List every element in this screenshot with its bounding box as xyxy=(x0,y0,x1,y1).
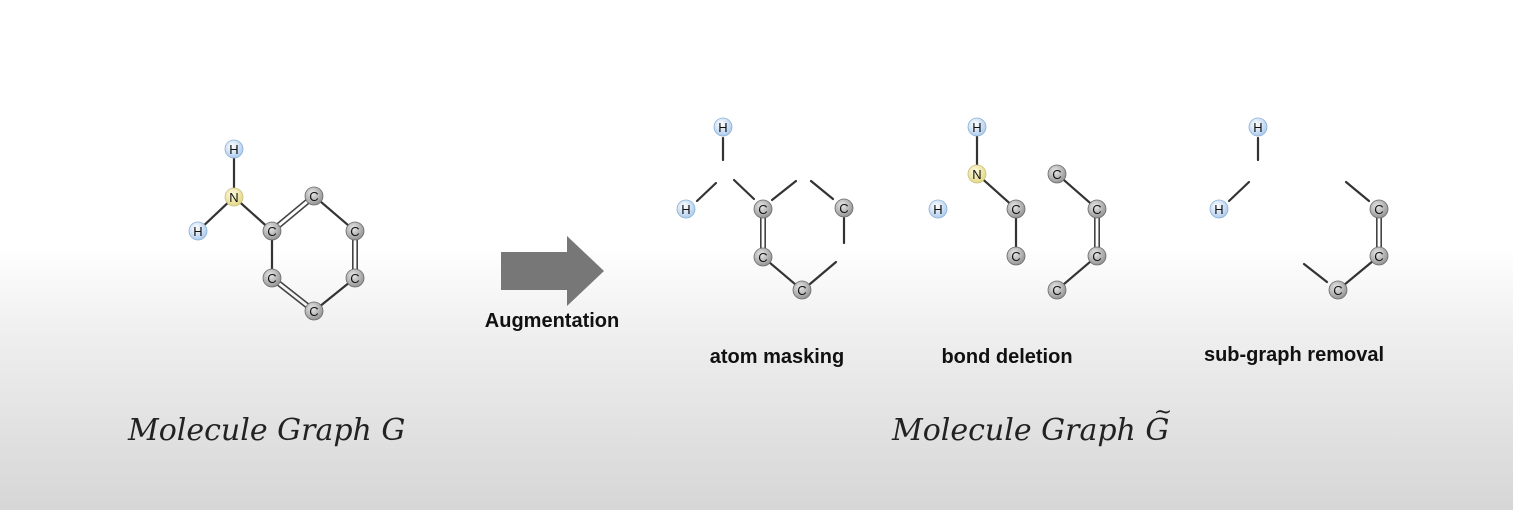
hydrogen-atom: H xyxy=(928,199,948,219)
hydrogen-atom-symbol: H xyxy=(229,142,238,157)
single-bond xyxy=(768,261,797,286)
double-bond xyxy=(279,202,310,228)
augmentation-arrow xyxy=(501,236,604,306)
carbon-atom: C xyxy=(262,268,282,288)
carbon-atom-symbol: C xyxy=(1092,202,1101,217)
carbon-atom-symbol: C xyxy=(1052,283,1061,298)
single-bond xyxy=(203,202,229,226)
carbon-atom-symbol: C xyxy=(1374,249,1383,264)
nitrogen-atom: N xyxy=(967,164,987,184)
carbon-atom: C xyxy=(1369,199,1389,219)
carbon-atom-symbol: C xyxy=(1333,283,1342,298)
augmentation-label: Augmentation xyxy=(485,310,619,332)
dangling-bond xyxy=(695,181,718,203)
hydrogen-atom-symbol: H xyxy=(681,202,690,217)
nitrogen-atom-symbol: N xyxy=(229,190,238,205)
single-bond xyxy=(319,282,350,307)
carbon-atom: C xyxy=(304,186,324,206)
dangling-bond xyxy=(1302,262,1329,284)
hydrogen-atom-symbol: H xyxy=(193,224,202,239)
nitrogen-atom: N xyxy=(224,187,244,207)
original-graph-title: Molecule Graph G xyxy=(127,413,405,448)
augmented-graph-title: Molecule Graph G xyxy=(891,413,1169,448)
single-bond xyxy=(319,200,350,227)
carbon-atom-symbol: C xyxy=(350,271,359,286)
carbon-atom-symbol: C xyxy=(1052,167,1061,182)
carbon-atom-symbol: C xyxy=(309,189,318,204)
double-bond xyxy=(279,281,310,305)
carbon-atom-symbol: C xyxy=(267,271,276,286)
hydrogen-atom: H xyxy=(713,117,733,137)
carbon-atom: C xyxy=(1006,246,1026,266)
carbon-atom-symbol: C xyxy=(1011,202,1020,217)
variant-label-atom-masking: atom masking xyxy=(710,346,844,368)
molecule-bond-deletion: H N H C C C C C C xyxy=(928,117,1107,300)
carbon-atom-symbol: C xyxy=(309,304,318,319)
carbon-atom-symbol: C xyxy=(350,224,359,239)
carbon-atom: C xyxy=(1369,246,1389,266)
hydrogen-atom-symbol: H xyxy=(1214,202,1223,217)
single-bond xyxy=(239,201,267,227)
carbon-atom-symbol: C xyxy=(839,201,848,216)
carbon-atom: C xyxy=(304,301,324,321)
single-bond xyxy=(1062,260,1092,286)
nitrogen-atom-symbol: N xyxy=(972,167,981,182)
variant-label-bond-deletion: bond deletion xyxy=(941,346,1072,368)
molecule-original: H N H C C C C C C xyxy=(188,139,365,321)
double-bond xyxy=(276,284,307,308)
variant-label-subgraph-removal: sub-graph removal xyxy=(1204,344,1384,366)
dangling-bond xyxy=(808,260,838,286)
double-bond xyxy=(276,199,307,225)
hydrogen-atom: H xyxy=(967,117,987,137)
hydrogen-atom-symbol: H xyxy=(933,202,942,217)
carbon-atom-symbol: C xyxy=(797,283,806,298)
hydrogen-atom: H xyxy=(224,139,244,159)
hydrogen-atom: H xyxy=(188,221,208,241)
dangling-bond xyxy=(732,178,756,201)
hydrogen-atom: H xyxy=(1248,117,1268,137)
hydrogen-atom-symbol: H xyxy=(1253,120,1262,135)
carbon-atom-symbol: C xyxy=(1092,249,1101,264)
carbon-atom-symbol: C xyxy=(758,202,767,217)
molecule-atom-masking: H H C C C C xyxy=(676,117,854,300)
carbon-atom-symbol: C xyxy=(1011,249,1020,264)
carbon-atom: C xyxy=(753,199,773,219)
carbon-atom: C xyxy=(834,198,854,218)
carbon-atom: C xyxy=(1006,199,1026,219)
carbon-atom: C xyxy=(792,280,812,300)
single-bond xyxy=(982,178,1011,205)
hydrogen-atom-symbol: H xyxy=(972,120,981,135)
carbon-atom: C xyxy=(1087,246,1107,266)
single-bond xyxy=(1062,178,1092,205)
carbon-atom: C xyxy=(262,221,282,241)
dangling-bond xyxy=(809,179,835,201)
dangling-bond xyxy=(770,179,798,202)
molecule-subgraph-removal: H H C C C xyxy=(1209,117,1389,300)
augmented-graph-tilde: ~ xyxy=(1154,400,1172,425)
carbon-atom: C xyxy=(1087,199,1107,219)
carbon-atom: C xyxy=(345,268,365,288)
hydrogen-atom: H xyxy=(1209,199,1229,219)
single-bond xyxy=(1343,260,1374,286)
carbon-atom: C xyxy=(345,221,365,241)
carbon-atom-symbol: C xyxy=(1374,202,1383,217)
carbon-atom: C xyxy=(1047,164,1067,184)
carbon-atom: C xyxy=(1328,280,1348,300)
carbon-atom: C xyxy=(1047,280,1067,300)
carbon-atom: C xyxy=(753,247,773,267)
dangling-bond xyxy=(1344,180,1371,203)
carbon-atom-symbol: C xyxy=(267,224,276,239)
carbon-atom-symbol: C xyxy=(758,250,767,265)
dangling-bond xyxy=(1227,180,1251,203)
hydrogen-atom: H xyxy=(676,199,696,219)
hydrogen-atom-symbol: H xyxy=(718,120,727,135)
